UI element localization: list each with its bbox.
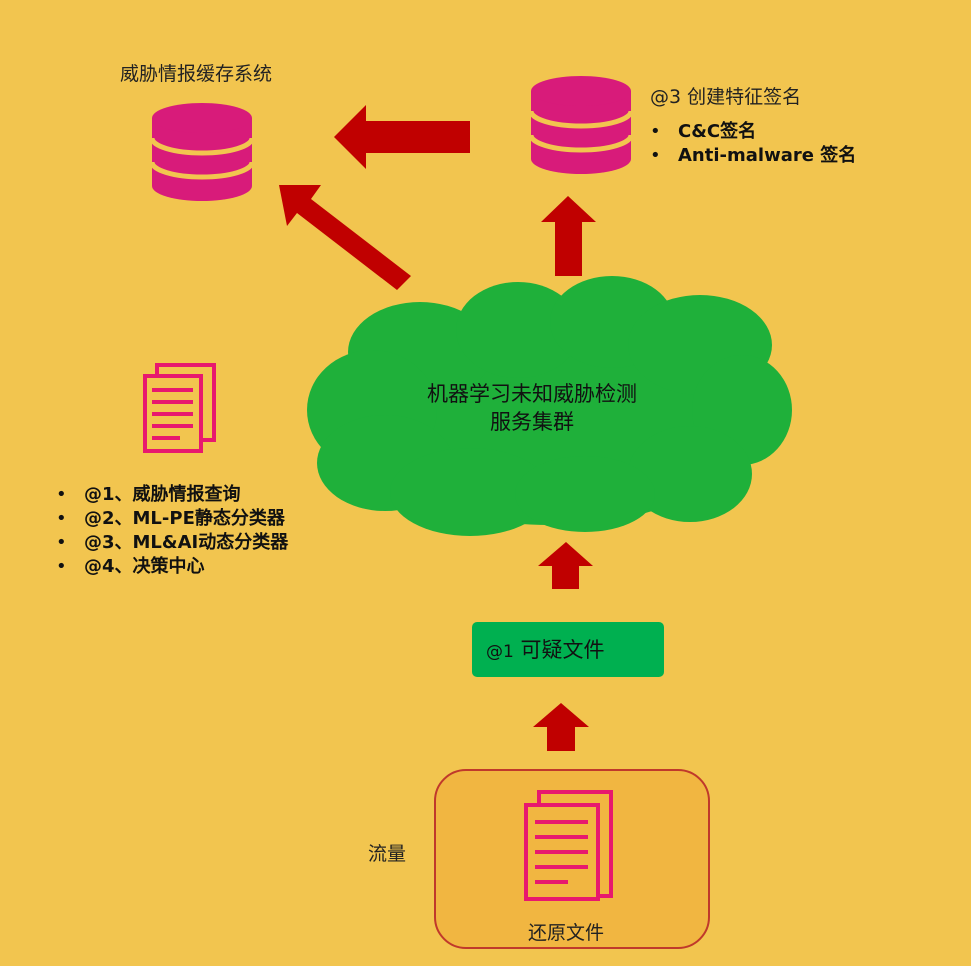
restore-document-icon <box>524 790 613 901</box>
module-item: @1、威胁情报查询 <box>56 483 288 507</box>
signature-title: @3 创建特征签名 <box>650 86 802 108</box>
module-list: @1、威胁情报查询 @2、ML-PE静态分类器 @3、ML&AI动态分类器 @4… <box>56 483 288 579</box>
signature-database-icon <box>528 76 634 174</box>
arrow-left-icon <box>334 105 470 169</box>
cloud-label: 机器学习未知威胁检测 服务集群 <box>382 380 682 436</box>
cache-system-title: 威胁情报缓存系统 <box>120 63 273 85</box>
arrow-up-signature-icon <box>541 196 596 276</box>
document-icon <box>143 363 216 453</box>
arrow-up-suspect-icon <box>533 703 589 751</box>
traffic-label: 流量 <box>368 843 407 865</box>
module-item: @4、决策中心 <box>56 555 288 579</box>
suspect-file-prefix: @1 <box>486 642 514 662</box>
restore-files-label: 还原文件 <box>528 922 605 944</box>
suspect-file-box: @1 可疑文件 <box>472 622 664 677</box>
arrow-up-cloud-icon <box>538 542 593 589</box>
cloud-label-line2: 服务集群 <box>490 410 574 434</box>
module-item: @2、ML-PE静态分类器 <box>56 507 288 531</box>
cache-database-icon <box>149 103 255 201</box>
module-item: @3、ML&AI动态分类器 <box>56 531 288 555</box>
suspect-file-label: @1 可疑文件 <box>486 634 605 664</box>
suspect-file-text: 可疑文件 <box>520 638 605 662</box>
arrow-diagonal-icon <box>279 185 411 290</box>
signature-list: C&C签名 Anti-malware 签名 <box>650 120 856 168</box>
signature-item: C&C签名 <box>650 120 856 144</box>
cloud-label-line1: 机器学习未知威胁检测 <box>427 382 637 406</box>
signature-item: Anti-malware 签名 <box>650 144 856 168</box>
detection-cloud-icon <box>307 276 792 536</box>
